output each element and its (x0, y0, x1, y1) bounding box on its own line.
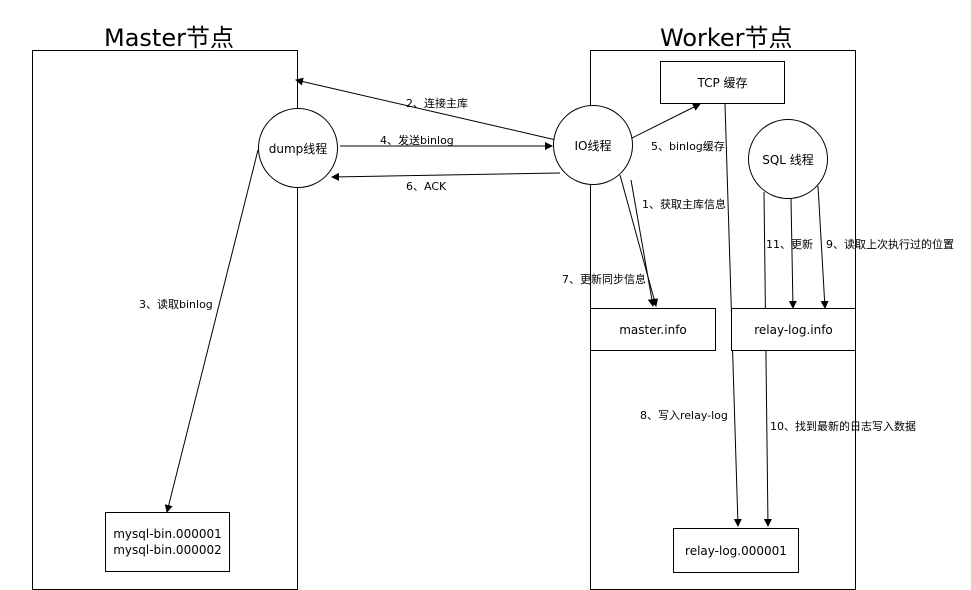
arrow-read-last-position (817, 185, 829, 309)
step-3-label: 3、读取binlog (139, 298, 213, 311)
relay-log-info-box: relay-log.info (731, 308, 856, 351)
io-thread-node: IO线程 (553, 105, 633, 185)
arrow-get-master-info (630, 179, 656, 307)
step-5-label: 5、binlog缓存 (651, 140, 725, 153)
binlog-files-box (105, 512, 230, 572)
dump-thread-node: dump线程 (258, 108, 338, 188)
binlog-file-2: mysql-bin.000002 (113, 543, 222, 557)
arrow-ack (331, 172, 561, 181)
arrow-find-latest-log (763, 191, 772, 527)
step-8-label: 8、写入relay-log (640, 409, 728, 422)
sql-thread-node: SQL 线程 (748, 119, 828, 199)
step-7-label: 7、更新同步信息 (562, 273, 646, 286)
step-10-label: 10、找到最新的日志写入数据 (770, 420, 916, 433)
arrow-update (788, 197, 797, 309)
step-11-label: 11、更新 (766, 238, 813, 251)
step-2-label: 2、连接主库 (406, 97, 468, 110)
master-panel (32, 50, 298, 590)
master-info-box: master.info (590, 308, 716, 351)
step-9-label: 9、读取上次执行过的位置 (826, 238, 954, 251)
worker-title: Worker节点 (660, 24, 793, 52)
relay-log-file-box: relay-log.000001 (673, 528, 799, 573)
binlog-file-1: mysql-bin.000001 (113, 527, 222, 541)
arrow-connect-master (295, 77, 557, 141)
step-1-label: 1、获取主库信息 (642, 198, 726, 211)
arrow-read-binlog (164, 149, 259, 513)
master-title: Master节点 (104, 24, 234, 52)
arrows-layer (164, 77, 829, 527)
tcp-cache-box: TCP 缓存 (660, 61, 785, 104)
step-6-label: 6、ACK (406, 180, 447, 193)
step-4-label: 4、发送binlog (380, 134, 454, 147)
arrow-update-sync-info (619, 174, 659, 307)
arrow-binlog-cache (627, 103, 701, 141)
